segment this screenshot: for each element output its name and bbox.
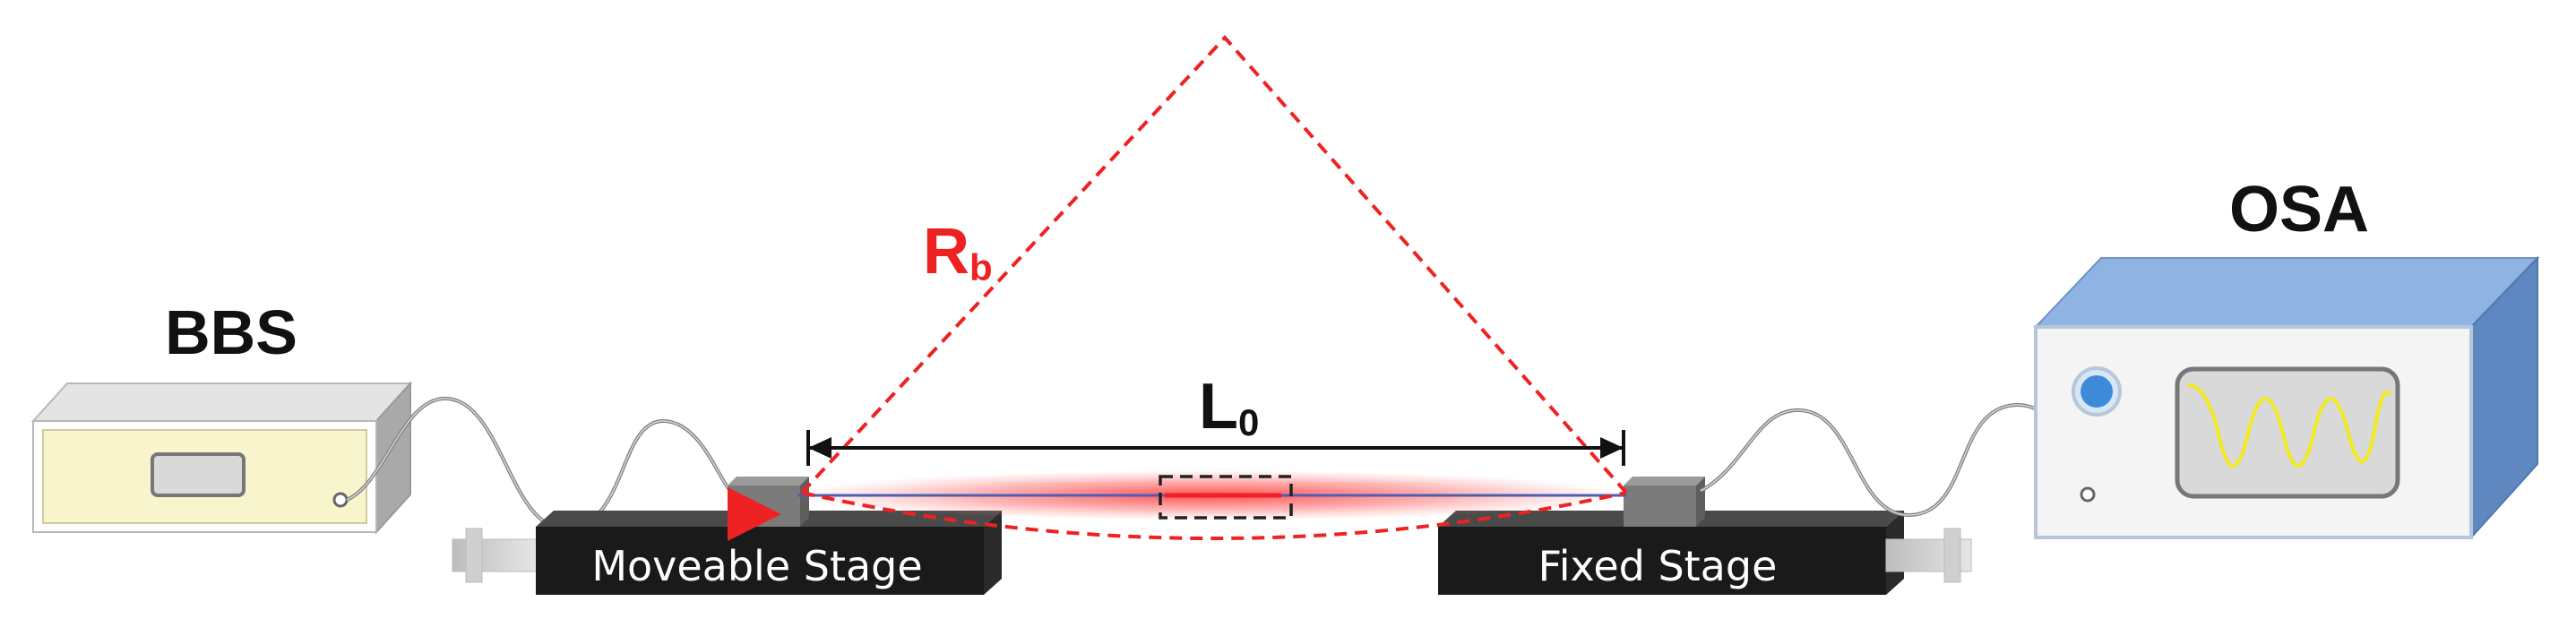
osa-spectrum-trace <box>2187 383 2392 468</box>
bbs-device <box>30 381 413 535</box>
grating-region-box <box>1159 475 1293 520</box>
bbs-output-port <box>332 492 349 508</box>
bend-radius-symbol: R <box>923 216 969 288</box>
bbs-display-window <box>151 452 246 497</box>
osa-input-port <box>2080 486 2096 503</box>
fixed-stage-label: Fixed Stage <box>1538 542 1778 590</box>
length-label: L0 <box>1199 371 1259 443</box>
fixed-fiber-holder <box>1624 477 1705 527</box>
fiber-cable-right <box>1700 402 2089 518</box>
moveable-fiber-holder <box>728 477 809 527</box>
bend-radius-lines <box>800 35 1628 494</box>
length-dimension <box>806 430 1625 466</box>
bbs-label: BBS <box>165 297 297 367</box>
length-subscript: 0 <box>1238 401 1259 443</box>
osa-device <box>2033 255 2540 540</box>
fixed-stage: Fixed Stage <box>1438 511 1972 595</box>
osa-label: OSA <box>2229 174 2369 245</box>
bend-radius-label: Rb <box>923 216 993 288</box>
bent-fiber-arc <box>801 491 1627 540</box>
moveable-stage-label: Moveable Stage <box>591 542 922 590</box>
osa-screen <box>2175 366 2400 499</box>
bend-radius-subscript: b <box>969 246 993 288</box>
moveable-stage: Moveable Stage <box>452 511 1002 595</box>
length-symbol: L <box>1199 371 1238 443</box>
